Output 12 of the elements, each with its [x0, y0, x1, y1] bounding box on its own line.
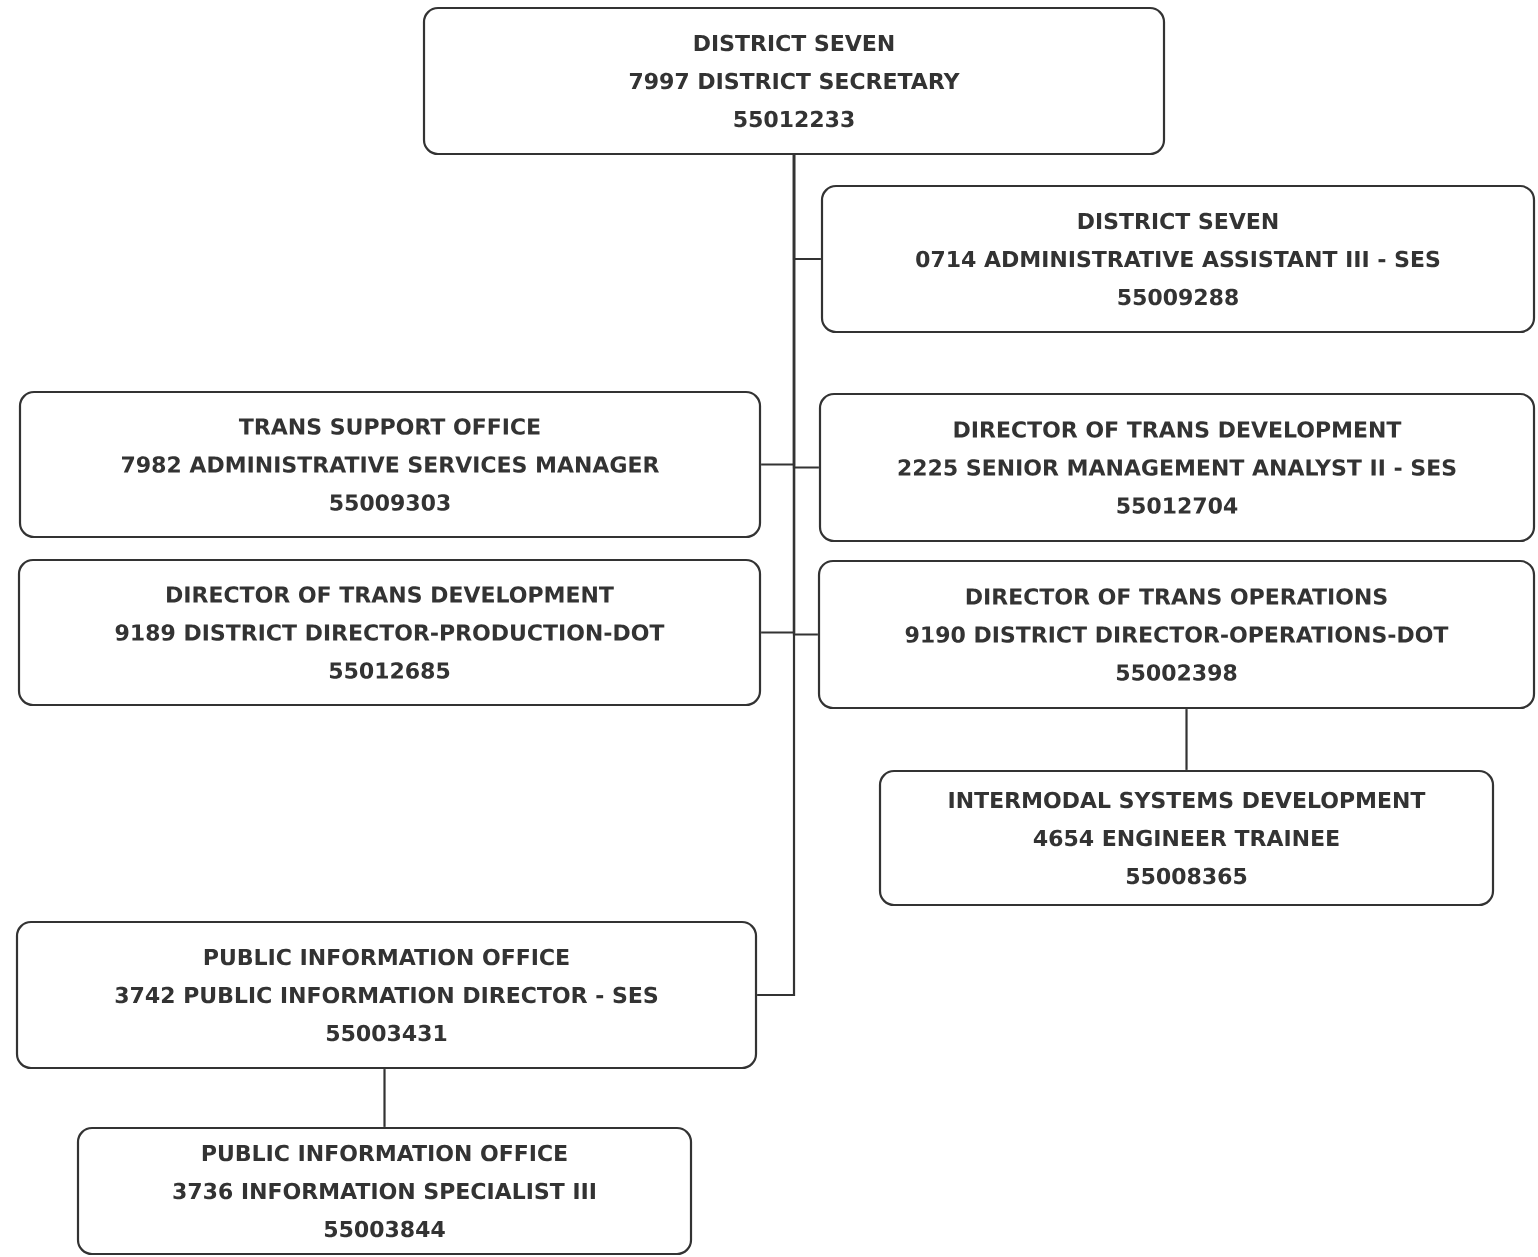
connector-line [757, 155, 796, 997]
position-box: INTERMODAL SYSTEMS DEVELOPMENT 4654 ENGINEER TRAINEE 55008365 [878, 769, 1495, 907]
position-box: DIRECTOR OF TRANS DEVELOPMENT 9189 DISTRICT DIRECTOR-PRODUCTION-DOT 55012685 [17, 558, 762, 707]
position-box: DISTRICT SEVEN 7997 DISTRICT SECRETARY 55012233 [422, 6, 1166, 156]
connector-line [1185, 709, 1188, 770]
position-box: PUBLIC INFORMATION OFFICE 3736 INFORMATION SPECIALIST III 55003844 [76, 1126, 693, 1256]
position-box: PUBLIC INFORMATION OFFICE 3742 PUBLIC INFORMATION DIRECTOR - SES 55003431 [15, 920, 758, 1070]
position-box: TRANS SUPPORT OFFICE 7982 ADMINISTRATIVE SERVICES MANAGER 55009303 [18, 390, 762, 539]
connector-line [383, 1069, 386, 1127]
position-box: DIRECTOR OF TRANS OPERATIONS 9190 DISTRICT DIRECTOR-OPERATIONS-DOT 55002398 [817, 559, 1536, 710]
position-box: DIRECTOR OF TRANS DEVELOPMENT 2225 SENIOR MANAGEMENT ANALYST II - SES 55012704 [818, 392, 1536, 543]
position-box: DISTRICT SEVEN 0714 ADMINISTRATIVE ASSISTANT III - SES 55009288 [820, 184, 1536, 334]
